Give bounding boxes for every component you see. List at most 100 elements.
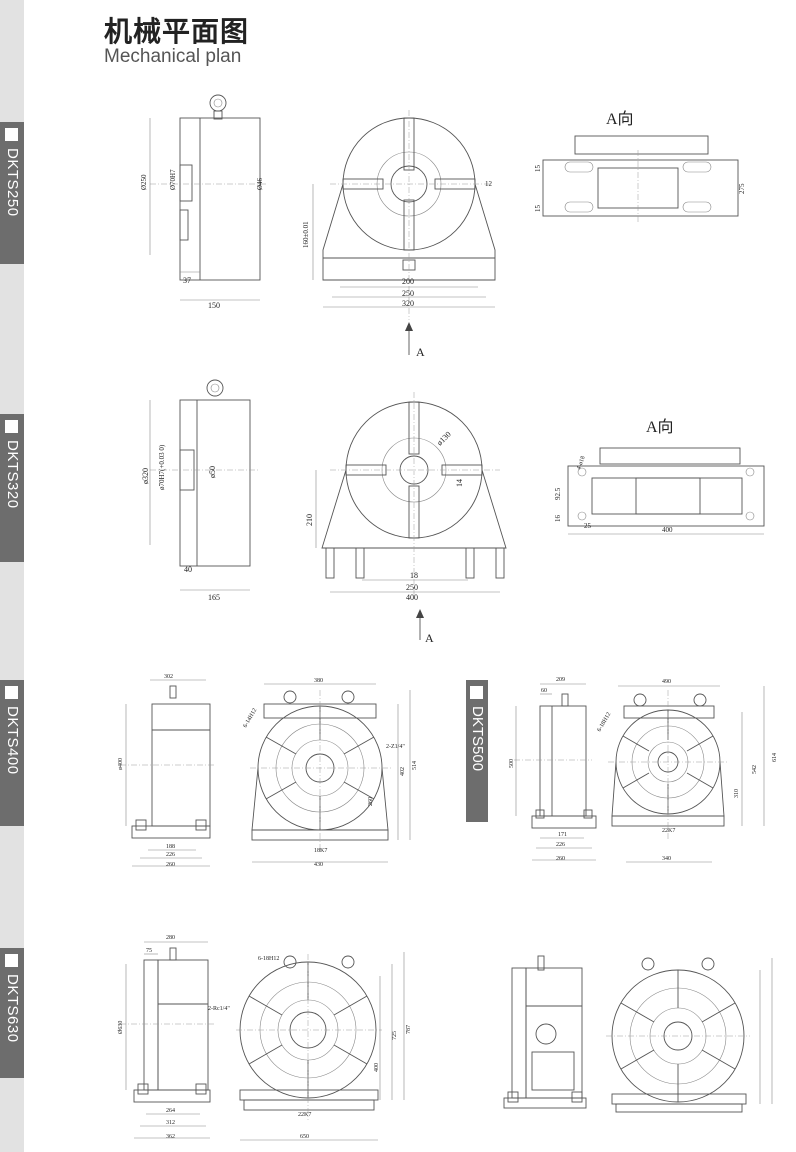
dkts630-side-view: 280 75 Ø630 264 312 362 <box>118 935 214 1140</box>
dim-label: 226 <box>166 852 175 858</box>
dim-label: 400 <box>374 1063 380 1072</box>
dkts320-side-view: ø320 ø70H7(+0.03 0) ø50 40 165 <box>141 379 258 602</box>
dim-label: 200 <box>402 277 414 286</box>
dim-label: 60 <box>541 688 547 694</box>
dkts400-side-view: 302 ø400 188 226 260 <box>118 674 215 868</box>
dkts500-side-view: 209 60 500 171 226 260 <box>509 677 597 862</box>
dkts250-front-view: 160±0.01 200 250 320 12 A <box>302 110 496 359</box>
dim-label: ø400 <box>118 758 124 770</box>
section-tab-label: DKTS320 <box>4 440 21 509</box>
dim-label: 250 <box>402 289 414 298</box>
dim-label: ø130 <box>435 430 453 448</box>
dim-label: 260 <box>556 856 565 862</box>
dim-label: 12 <box>485 180 493 188</box>
dim-label: 22K7 <box>298 1112 311 1118</box>
dim-label: 4-ø18 <box>576 455 586 470</box>
dim-label: 264 <box>166 1108 175 1114</box>
dim-label: 500 <box>509 759 515 768</box>
dim-label: Ø46 <box>256 177 264 190</box>
dim-label: 14 <box>455 479 464 487</box>
dim-label: 310 <box>734 789 740 798</box>
section-tab-dkts500: DKTS500 <box>466 680 488 822</box>
dkts500-front-view: 490 6-18H12 542 614 310 22K7 340 <box>597 679 778 863</box>
square-icon <box>5 954 18 967</box>
dim-label: 312 <box>166 1120 175 1126</box>
dim-label: 380 <box>314 678 323 684</box>
dim-label: 2-Rc1/4" <box>208 1006 230 1012</box>
dkts250-a-view: A向 15 15 275 <box>534 110 746 222</box>
dim-label: 25 <box>584 522 592 530</box>
extra-side-view <box>503 955 587 1109</box>
dim-label: 514 <box>412 761 418 770</box>
dim-label: 400 <box>662 526 673 534</box>
dim-label: 37 <box>183 276 191 285</box>
page-title-cn: 机械平面图 <box>104 15 250 48</box>
dim-label: 209 <box>556 677 565 683</box>
dim-label: 400 <box>406 593 418 602</box>
dim-label: 75 <box>146 948 152 954</box>
dim-label: 260 <box>368 797 374 806</box>
dim-label: Ø250 <box>140 174 148 190</box>
view-title: A向 <box>646 418 674 436</box>
dim-label: 340 <box>662 856 671 862</box>
dim-label: 188 <box>166 844 175 850</box>
section-tab-label: DKTS400 <box>4 706 21 775</box>
section-tab-label: DKTS630 <box>4 974 21 1043</box>
dim-label: 18K7 <box>314 848 327 854</box>
dim-label: 362 <box>166 1134 175 1140</box>
dkts320-a-view: A向 4-ø18 92.5 16 25 400 <box>554 418 765 535</box>
dim-label: 542 <box>752 765 758 774</box>
dim-label: 150 <box>208 301 220 310</box>
dim-label: 210 <box>305 514 314 526</box>
section-tab-dkts320: DKTS320 <box>0 414 24 562</box>
dim-label: 402 <box>400 767 406 776</box>
square-icon <box>5 686 18 699</box>
dim-label: 6-18H12 <box>258 956 279 962</box>
dim-label: ø50 <box>208 466 217 478</box>
dim-label: ø70H7(+0.03 0) <box>158 444 166 490</box>
square-icon <box>470 686 483 699</box>
dkts400-front-view: 380 6-14H12 2-Z1/4" 402 514 260 18K7 430 <box>243 678 418 868</box>
dim-label: 226 <box>556 842 565 848</box>
view-arrow-label: A <box>425 631 434 645</box>
dkts320-front-view: ø130 14 210 18 250 400 A <box>305 392 507 645</box>
square-icon <box>5 420 18 433</box>
dim-label: 250 <box>406 583 418 592</box>
dim-label: Ø70H7 <box>169 169 177 190</box>
dim-label: 160±0.01 <box>302 221 310 248</box>
dim-label: 22K7 <box>662 828 675 834</box>
dim-label: 302 <box>164 674 173 680</box>
dim-label: 16 <box>554 515 562 523</box>
dim-label: 92.5 <box>554 487 562 500</box>
dim-label: 280 <box>166 935 175 941</box>
dim-label: 15 <box>534 205 542 213</box>
dkts630-front-view: 6-18H12 2-Rc1/4" 400 725 787 22K7 650 <box>208 952 412 1141</box>
dim-label: 260 <box>166 862 175 868</box>
dim-label: 614 <box>772 753 778 762</box>
view-arrow-label: A <box>416 345 425 359</box>
dim-label: 171 <box>558 832 567 838</box>
dim-label: 725 <box>392 1031 398 1040</box>
dim-label: 2-Z1/4" <box>386 744 405 750</box>
square-icon <box>5 128 18 141</box>
dim-label: 275 <box>738 183 746 194</box>
section-tab-label: DKTS250 <box>4 148 21 217</box>
dim-label: 165 <box>208 593 220 602</box>
section-tab-dkts400: DKTS400 <box>0 680 24 826</box>
dim-label: 490 <box>662 679 671 685</box>
dim-label: 15 <box>534 165 542 173</box>
section-tab-dkts630: DKTS630 <box>0 948 24 1078</box>
dim-label: 6-14H12 <box>243 708 259 729</box>
section-tab-label: DKTS500 <box>469 706 486 772</box>
view-title: A向 <box>606 110 634 128</box>
page-title-en: Mechanical plan <box>104 46 242 67</box>
dim-label: Ø630 <box>118 1021 124 1034</box>
dkts250-side-view: Ø250 Ø70H7 Ø46 37 150 <box>140 94 268 310</box>
dim-label: 430 <box>314 862 323 868</box>
dim-label: 787 <box>406 1025 412 1034</box>
dim-label: 18 <box>410 571 418 580</box>
dim-label: 650 <box>300 1134 309 1140</box>
extra-front-view <box>606 957 773 1113</box>
dim-label: 6-18H12 <box>597 712 613 733</box>
